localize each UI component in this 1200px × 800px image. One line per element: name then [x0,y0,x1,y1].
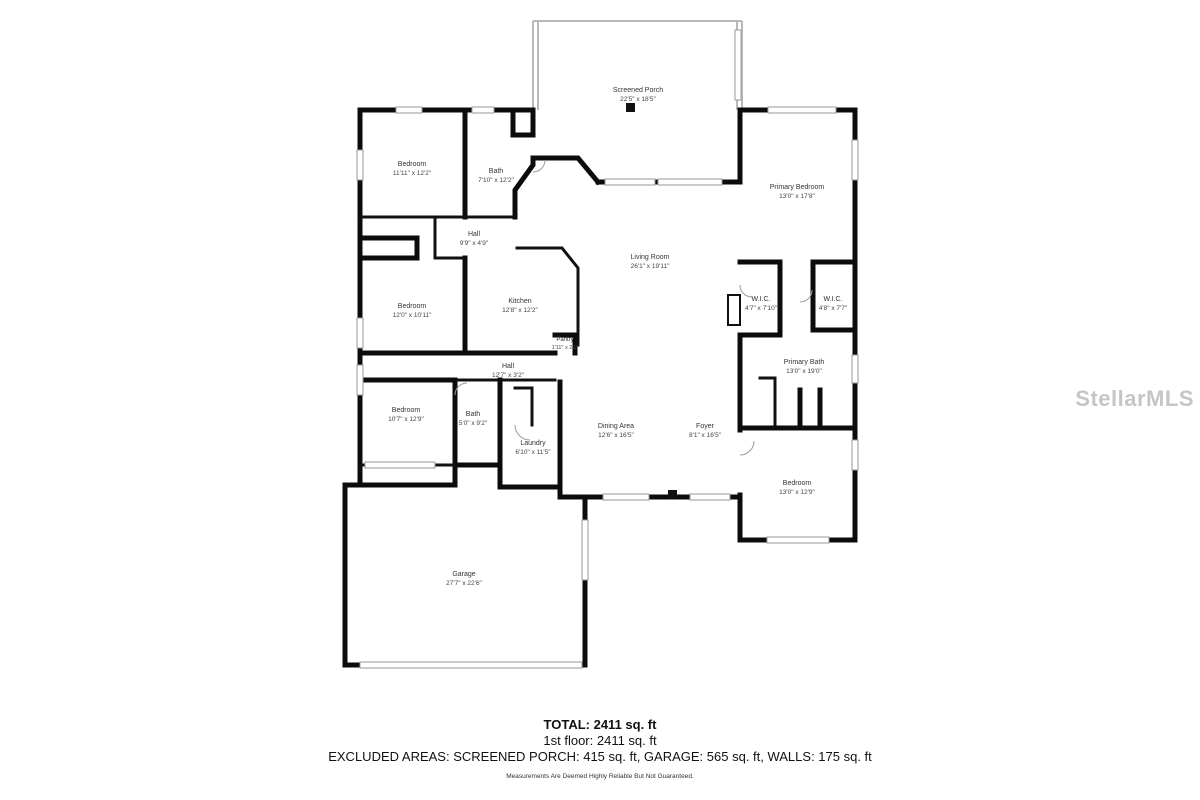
room-dimensions: 11'11" x 12'2" [393,170,432,177]
room-dimensions: 13'0" x 19'0" [786,368,822,375]
room-primary-bath: Primary Bath 13'0" x 19'0" [784,359,825,375]
room-name: Bath [466,411,481,418]
room-dining-area: Dining Area 12'6" x 16'5" [598,423,635,439]
room-name: Bedroom [398,161,427,168]
room-name: Primary Bedroom [770,184,825,191]
watermark-logo: StellarMLS [1075,386,1194,411]
room-bath-n: Bath 7'10" x 12'2" [478,168,514,184]
room-name: Bath [489,168,504,175]
room-name: Screened Porch [613,87,663,94]
room-dimensions: 7'10" x 12'2" [478,177,514,184]
room-name: Garage [452,571,475,578]
room-wic-1: W.I.C. 4'7" x 7'10" [745,296,778,312]
room-wic-2: W.I.C. 4'8" x 7'7" [819,296,848,312]
room-dimensions: 6'10" x 11'5" [515,449,551,456]
porch-column-icon [626,103,635,112]
room-name: Bedroom [398,303,427,310]
room-bedroom-se: Bedroom 13'0" x 12'9" [779,480,815,496]
room-dimensions: 12'7" x 3'2" [492,372,525,379]
room-dimensions: 13'0" x 17'8" [779,193,815,200]
room-pantry: Pantry 1'11" x 2'1" [552,337,579,351]
room-dimensions: 4'8" x 7'7" [819,305,848,312]
front-door-marker [668,490,677,498]
room-name: Laundry [520,440,546,447]
room-name: Kitchen [508,298,531,305]
floor-area: 1st floor: 2411 sq. ft [543,733,657,748]
room-kitchen: Kitchen 12'8" x 12'2" [502,298,538,314]
windows [356,29,859,669]
room-laundry: Laundry 6'10" x 11'5" [515,440,551,456]
room-dimensions: 12'0" x 10'11" [393,312,432,319]
room-name: Hall [502,363,515,370]
total-area: TOTAL: 2411 sq. ft [543,717,657,732]
room-dimensions: 22'5" x 18'5" [620,96,656,103]
room-name: W.I.C. [751,296,770,303]
room-living-room: Living Room 26'1" x 19'11" [631,254,671,270]
room-bath-s: Bath 5'0" x 9'2" [459,411,488,427]
room-hall-n: Hall 9'9" x 4'9" [460,231,489,247]
interior-walls [357,107,858,468]
room-hall-s: Hall 12'7" x 3'2" [492,363,525,379]
room-dimensions: 10'7" x 12'9" [388,416,424,423]
room-name: Foyer [696,423,715,430]
room-name: W.I.C. [823,296,842,303]
room-dimensions: 1'11" x 2'1" [552,345,579,351]
room-labels: Screened Porch 22'5" x 18'5" Bedroom 11'… [388,87,848,587]
room-bedroom-nw: Bedroom 11'11" x 12'2" [393,161,432,177]
room-name: Bedroom [783,480,812,487]
room-primary-bedroom: Primary Bedroom 13'0" x 17'8" [770,184,825,200]
room-dimensions: 12'8" x 12'2" [502,307,538,314]
excluded-areas: EXCLUDED AREAS: SCREENED PORCH: 415 sq. … [328,749,872,764]
room-name: Primary Bath [784,359,825,366]
door-swings [454,159,813,456]
room-dimensions: 9'9" x 4'9" [460,240,489,247]
room-dimensions: 27'7" x 22'6" [446,580,482,587]
room-name: Living Room [631,254,670,261]
room-foyer: Foyer 8'1" x 16'5" [689,423,722,439]
room-dimensions: 13'0" x 12'9" [779,489,815,496]
room-bedroom-sw: Bedroom 10'7" x 12'9" [388,407,424,423]
room-dimensions: 5'0" x 9'2" [459,420,488,427]
room-name: Bedroom [392,407,421,414]
room-dimensions: 26'1" x 19'11" [631,263,670,270]
room-name: Pantry [556,337,573,343]
room-dimensions: 12'6" x 16'5" [598,432,634,439]
room-garage: Garage 27'7" x 22'6" [446,571,482,587]
room-dimensions: 4'7" x 7'10" [745,305,778,312]
disclaimer: Measurements Are Deemed Highly Reliable … [506,773,694,780]
room-bedroom-w: Bedroom 12'0" x 10'11" [393,303,432,319]
room-name: Dining Area [598,423,634,430]
room-dimensions: 8'1" x 16'5" [689,432,722,439]
room-name: Hall [468,231,481,238]
room-screened-porch: Screened Porch 22'5" x 18'5" [613,87,663,103]
